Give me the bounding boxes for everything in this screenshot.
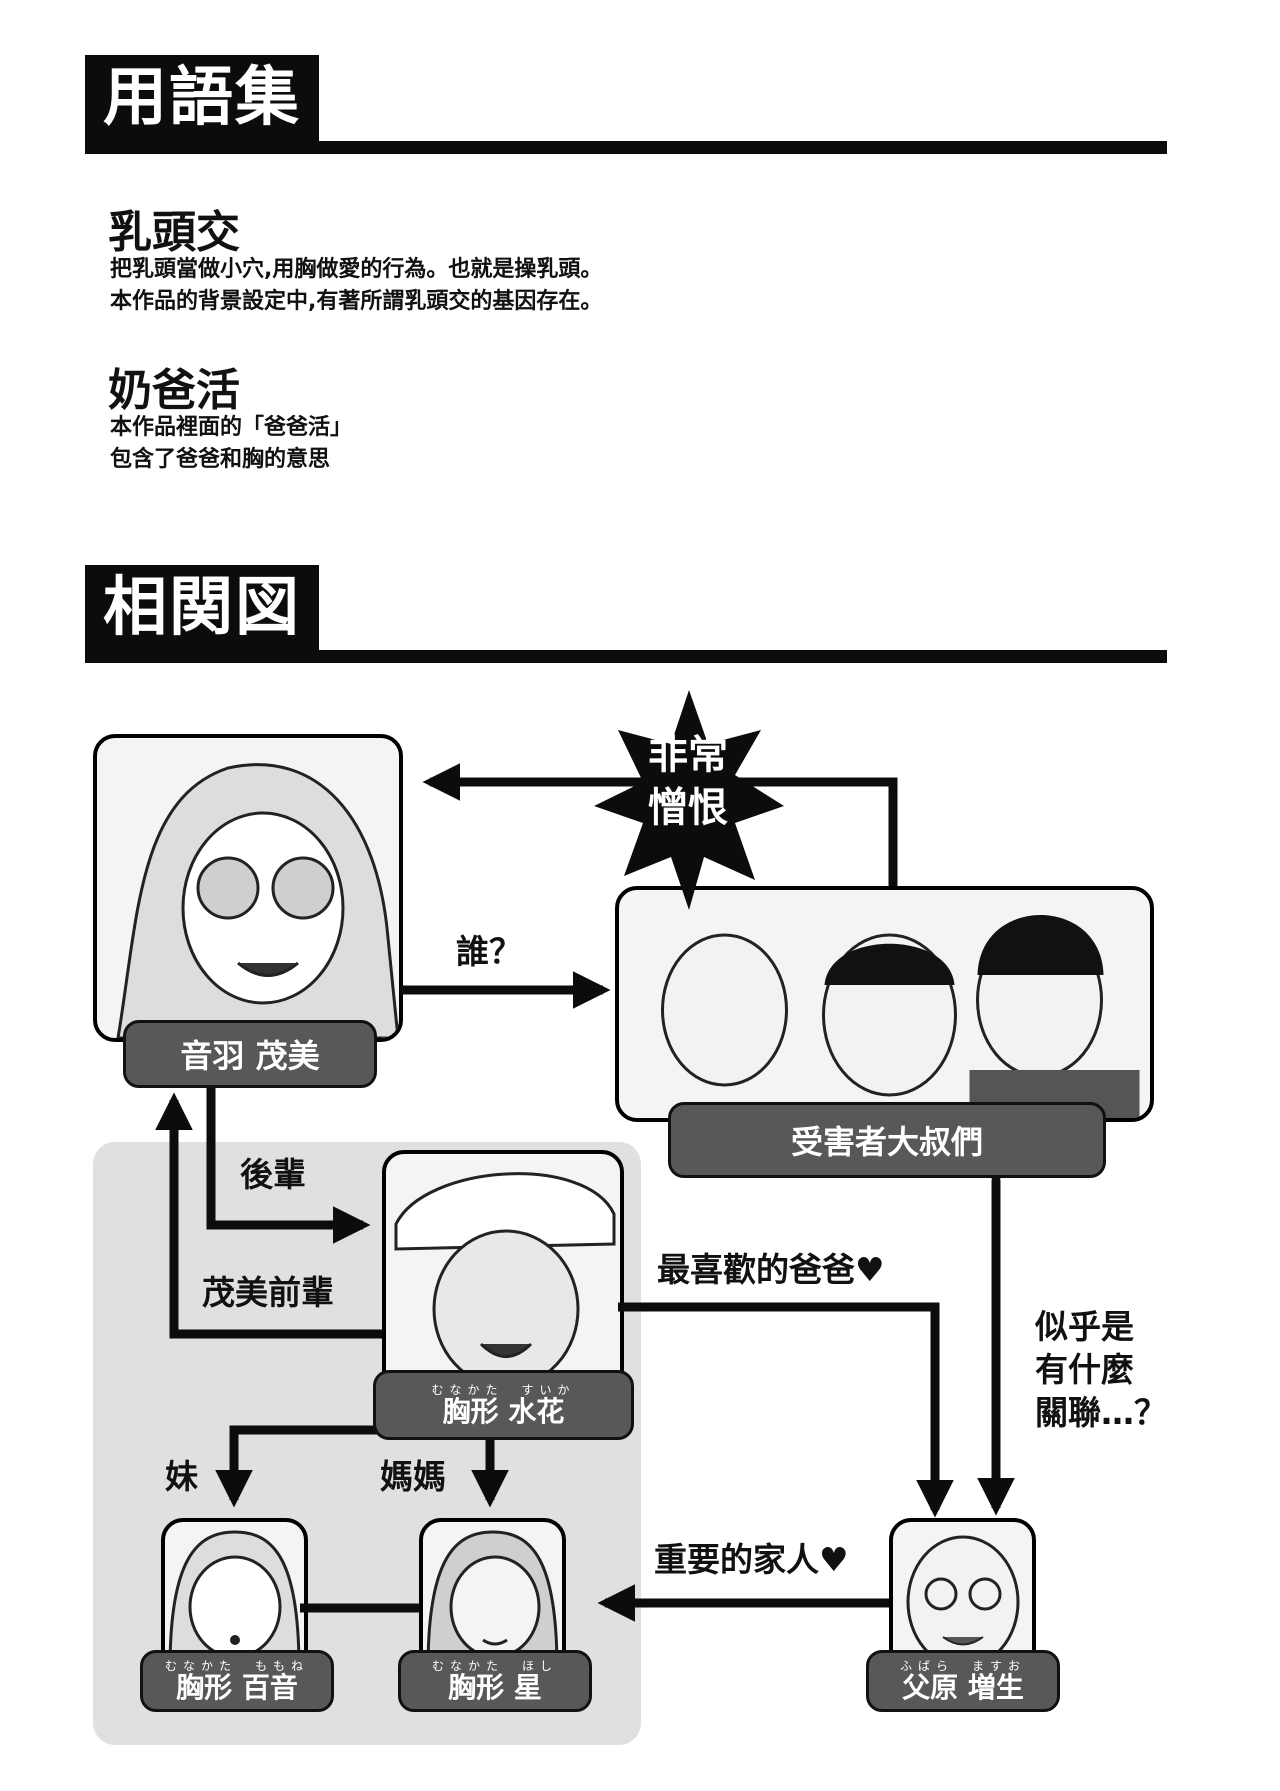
label-mama: 媽媽 (380, 1457, 446, 1496)
relations-heading: 相関図 (85, 565, 319, 652)
hatred-burst-line-2: 憎恨 (648, 784, 728, 831)
term-description-2: 本作品裡面的「爸爸活」 包含了爸爸和胸的意思 (110, 412, 352, 476)
hoshi-ruby: むなかた ほし (431, 1659, 558, 1673)
suika-illustration (394, 1172, 616, 1389)
momone-name: 胸形 百音 (176, 1671, 298, 1704)
label-family: 重要的家人♥ (654, 1540, 849, 1579)
term-title-1: 乳頭交 (108, 207, 240, 258)
momone-portrait (161, 1518, 308, 1673)
term-description-line: 本作品裡面的「爸爸活」 (110, 415, 353, 440)
momone-illustration (168, 1530, 301, 1669)
momone-ruby: むなかた ももね (164, 1659, 309, 1673)
term-description-line: 本作品的背景設定中,有著所謂乳頭交的基因存在。 (110, 289, 603, 314)
masuo-name-plate: ふばら ますお 父原 増生 (866, 1650, 1060, 1712)
momone-name-plate: むなかた ももね 胸形 百音 (140, 1650, 334, 1712)
label-unknown-line: 關聯…？ (1035, 1393, 1167, 1432)
hatred-burst: 非常 憎恨 (611, 728, 765, 834)
hatred-burst-line-1: 非常 (648, 731, 728, 778)
masuo-name: 父原 増生 (902, 1671, 1024, 1704)
shigemi-illustration (116, 763, 399, 1038)
masuo-illustration (906, 1535, 1020, 1669)
favorite-papa-arrow (618, 1302, 954, 1518)
label-senpai: 茂美前輩 (202, 1273, 334, 1312)
victims-illustration (661, 915, 1140, 1118)
hoshi-illustration (426, 1530, 559, 1669)
victims-portrait (615, 886, 1154, 1122)
glossary-heading: 用語集 (85, 55, 319, 142)
glossary-rule (85, 141, 1167, 154)
label-who: 誰？ (456, 932, 522, 971)
label-unknown-line: 似乎是 (1035, 1307, 1134, 1346)
label-unknown-relation: 似乎是 有什麼 關聯…？ (1035, 1305, 1167, 1434)
term-description-line: 包含了爸爸和胸的意思 (110, 447, 331, 472)
masuo-ruby: ふばら ますお (899, 1659, 1026, 1673)
label-favorite-papa: 最喜歡的爸爸♥ (657, 1250, 885, 1289)
term-description-line: 把乳頭當做小穴,用胸做愛的行為。也就是操乳頭。 (110, 257, 603, 282)
relations-rule (85, 650, 1167, 663)
suika-portrait (382, 1150, 624, 1401)
shigemi-portrait (93, 734, 403, 1042)
suika-name-plate: むなかた すいか 胸形 水花 (373, 1370, 634, 1440)
label-kouhai: 後輩 (240, 1155, 306, 1194)
victims-name: 受害者大叔們 (790, 1123, 983, 1161)
shigemi-name-plate: 音羽 茂美 (123, 1020, 377, 1088)
hoshi-name-plate: むなかた ほし 胸形 星 (398, 1650, 592, 1712)
suika-name: 胸形 水花 (442, 1395, 565, 1428)
label-imouto: 妹 (165, 1457, 198, 1496)
label-unknown-line: 有什麼 (1035, 1350, 1134, 1389)
term-title-2: 奶爸活 (108, 365, 240, 416)
shigemi-name: 音羽 茂美 (180, 1037, 320, 1075)
hoshi-name: 胸形 星 (448, 1671, 542, 1704)
victims-name-plate: 受害者大叔們 (668, 1102, 1106, 1178)
suika-ruby: むなかた すいか (431, 1383, 576, 1397)
masuo-portrait (889, 1518, 1036, 1673)
term-description-1: 把乳頭當做小穴,用胸做愛的行為。也就是操乳頭。 本作品的背景設定中,有著所謂乳頭… (110, 254, 602, 318)
